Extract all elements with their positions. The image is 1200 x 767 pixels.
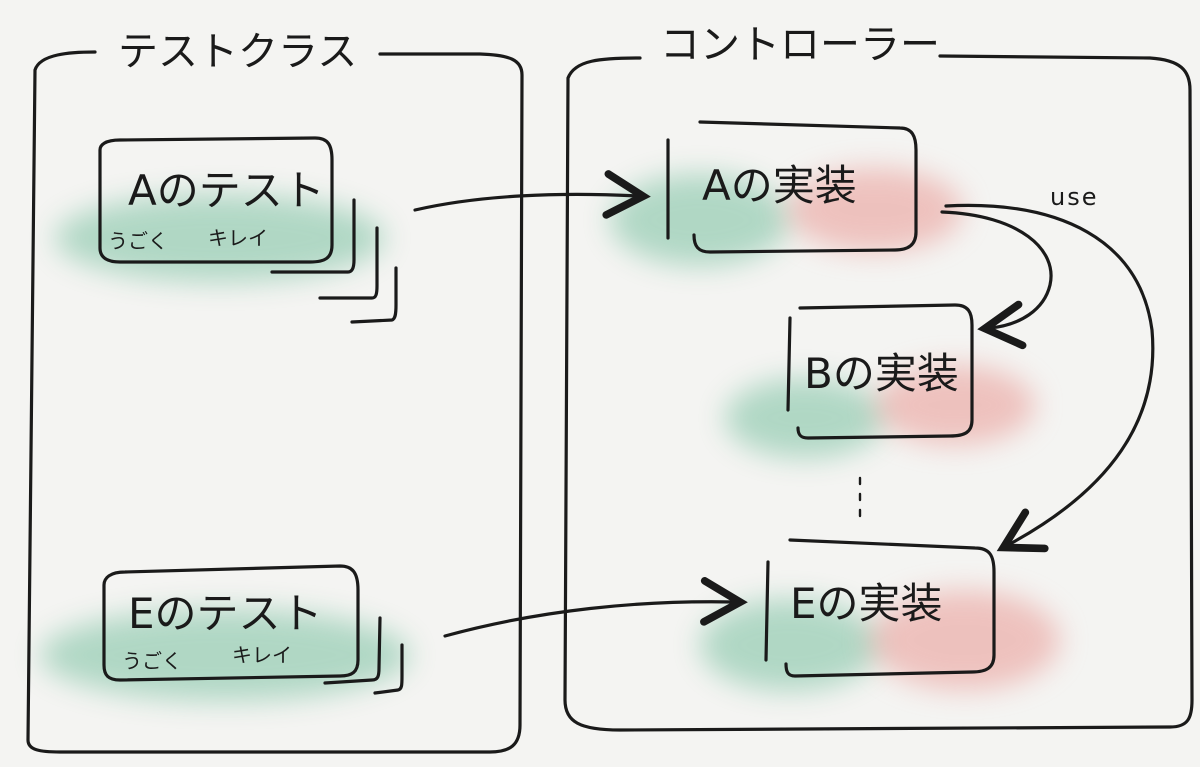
test-a-tag-right: キレイ (208, 226, 268, 250)
test-a-tag-left: うごく (108, 229, 168, 253)
wash-red-impl-e (870, 590, 1060, 690)
arrow-test-e-to-impl-e (443, 577, 748, 638)
impl-e-left-bar (764, 560, 770, 662)
impl-b-label: Bの実装 (804, 349, 959, 398)
impl-a-frame (692, 120, 918, 254)
controller-title: コントローラー (660, 22, 940, 68)
test-class-title: テストクラス (118, 29, 357, 75)
test-a-stack-1 (270, 198, 356, 274)
test-e-title: Eのテスト (128, 589, 323, 638)
test-e-tag-left: うごく (122, 649, 182, 673)
test-a-card: Aのテスト うごく キレイ (98, 136, 398, 324)
impl-b-frame (796, 303, 974, 440)
controller-group: コントローラー (563, 22, 1194, 732)
impl-b-card: Bの実装 (786, 303, 974, 440)
arrows: use (413, 170, 1155, 638)
test-a-title: Aのテスト (128, 166, 325, 215)
impl-e-card: Eの実装 (764, 538, 996, 678)
test-e-card: Eのテスト うごく キレイ (102, 564, 404, 695)
impl-a-card: Aの実装 (666, 120, 918, 254)
test-e-stack-1 (323, 616, 382, 685)
arrow-test-a-to-impl-a (413, 170, 651, 219)
impl-e-label: Eの実装 (790, 579, 943, 628)
wash-green-test-a (55, 194, 385, 282)
impl-e-frame (784, 538, 996, 678)
test-e-frame (102, 564, 360, 682)
wash-red-impl-b (875, 365, 1035, 445)
test-a-stack-3 (350, 266, 398, 324)
arrow-impl-a-use-impl-e (944, 203, 1155, 553)
test-a-stack-2 (318, 226, 379, 300)
wash-green-impl-a (610, 174, 790, 266)
color-washes (40, 168, 1060, 701)
test-e-tag-right: キレイ (232, 643, 292, 667)
test-class-group: テストクラス (26, 29, 524, 754)
impl-a-label: Aの実装 (702, 161, 857, 210)
impl-b-left-bar (786, 316, 792, 412)
test-e-stack-2 (373, 643, 404, 695)
test-class-border (26, 50, 524, 754)
arrow-impl-a-use-impl-b (940, 210, 1053, 350)
controller-border (563, 54, 1194, 732)
wash-red-impl-a (787, 168, 963, 252)
use-label: use (1050, 183, 1098, 211)
test-a-frame (98, 136, 334, 264)
